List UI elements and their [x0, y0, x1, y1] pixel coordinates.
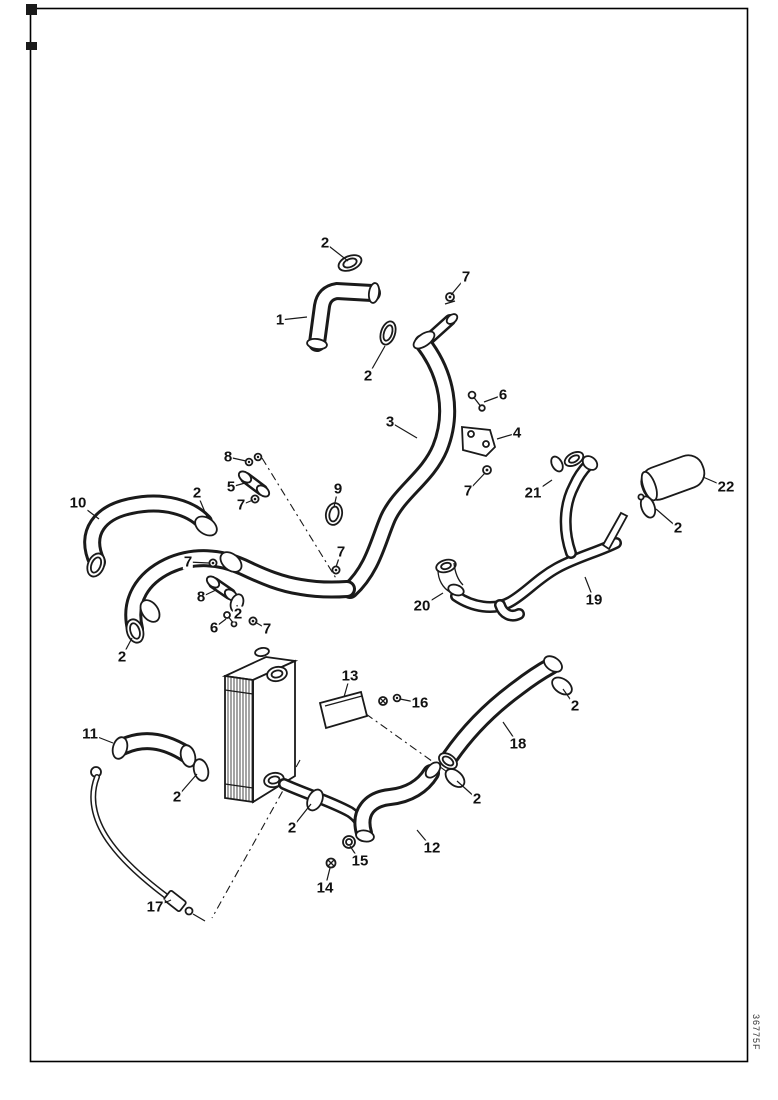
callout-2: 2 — [191, 484, 203, 502]
callout-6: 6 — [497, 386, 509, 404]
callout-7: 7 — [235, 496, 247, 514]
part-6-stud — [467, 390, 486, 412]
oil-cooler — [221, 646, 299, 804]
callout-12: 12 — [422, 839, 442, 857]
part-22-sleeve — [637, 454, 706, 519]
callout-21: 21 — [523, 484, 543, 502]
part-1-elbow-hose — [306, 281, 381, 352]
callout-5: 5 — [225, 478, 237, 496]
part-21-hose — [550, 451, 599, 559]
part-7-bolt-mid — [482, 465, 492, 475]
callout-13: 13 — [340, 667, 360, 685]
callout-3: 3 — [384, 413, 396, 431]
part-19-pipe — [450, 511, 629, 622]
callout-2: 2 — [362, 367, 374, 385]
callout-2: 2 — [232, 605, 244, 623]
callout-1: 1 — [274, 311, 286, 329]
callout-2: 2 — [471, 790, 483, 808]
part-13-bracket — [318, 690, 369, 730]
callout-20: 20 — [412, 597, 432, 615]
callout-2: 2 — [171, 788, 183, 806]
callout-15: 15 — [350, 852, 370, 870]
part-12-hose — [353, 761, 466, 843]
part-2-clamp-top — [337, 254, 363, 272]
callout-10: 10 — [68, 494, 88, 512]
callout-7: 7 — [335, 543, 347, 561]
callout-7: 7 — [460, 268, 472, 286]
callout-2: 2 — [116, 648, 128, 666]
callout-11: 11 — [81, 725, 99, 743]
callout-4: 4 — [511, 424, 523, 442]
part-10-left-hose-lower — [124, 549, 356, 644]
part-16-screw — [378, 693, 402, 706]
callout-2: 2 — [319, 234, 331, 252]
part-11-hose — [111, 732, 210, 782]
part-8-bolts — [244, 452, 263, 467]
callout-14: 14 — [315, 879, 335, 897]
callout-2: 2 — [672, 519, 684, 537]
callout-8: 8 — [222, 448, 234, 466]
part-5-fitting — [237, 470, 271, 498]
part-17-cable — [90, 766, 206, 922]
callout-6: 6 — [208, 619, 220, 637]
part-7-bolt-top — [444, 292, 456, 305]
callout-7: 7 — [462, 482, 474, 500]
callout-16: 16 — [410, 694, 430, 712]
pipe-bracket — [601, 511, 629, 551]
part-9-clamp — [324, 502, 344, 526]
callout-8: 8 — [195, 588, 207, 606]
part-10-left-hose-upper — [83, 494, 218, 578]
callout-7: 7 — [261, 620, 273, 638]
part-2-gasket-ring — [379, 320, 397, 346]
page-frame — [26, 4, 749, 1063]
callout-18: 18 — [508, 735, 528, 753]
callout-2: 2 — [286, 819, 298, 837]
part-7-clamp-screws — [208, 494, 341, 575]
part-15-fitting — [342, 835, 356, 849]
callout-22: 22 — [716, 478, 736, 496]
callout-17: 17 — [145, 898, 165, 916]
callout-7: 7 — [182, 553, 194, 571]
part-3-long-hose — [341, 313, 459, 599]
part-14-fitting — [325, 857, 337, 869]
callout-19: 19 — [584, 591, 604, 609]
part-4-bracket — [461, 425, 497, 458]
callout-9: 9 — [332, 480, 344, 498]
corner-mark-icon — [26, 4, 37, 15]
drawing-number: 36775F — [751, 1014, 761, 1051]
part-18-hose — [438, 655, 573, 770]
corner-mark-icon — [26, 42, 37, 50]
part-20-fitting — [435, 558, 465, 597]
callout-2: 2 — [569, 697, 581, 715]
